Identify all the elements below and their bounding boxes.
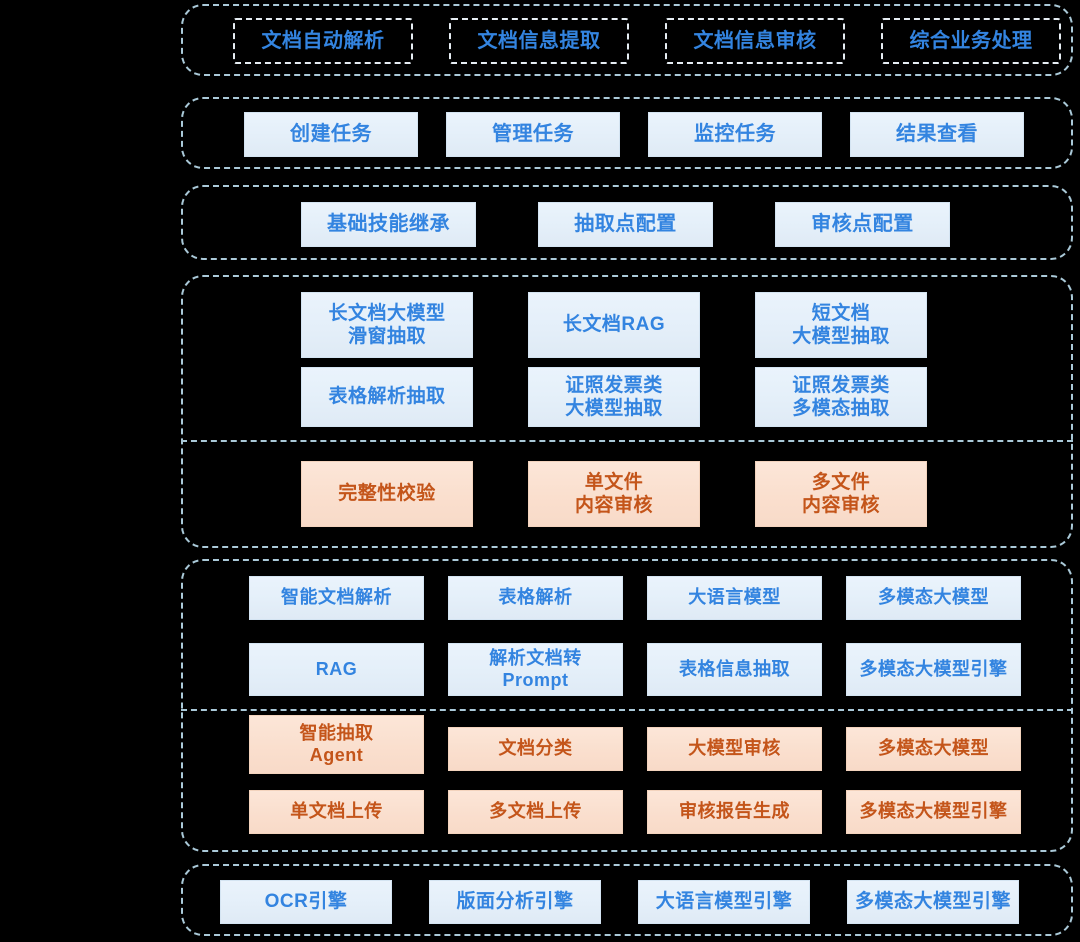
- box-basic-skill-inheritance[interactable]: 基础技能继承: [301, 202, 476, 247]
- box-certificate-invoice-multimodal-extraction[interactable]: 证照发票类 多模态抽取: [755, 367, 927, 427]
- box-single-file-content-review[interactable]: 单文件 内容审核: [528, 461, 700, 527]
- box-document-info-extraction[interactable]: 文档信息提取: [449, 18, 629, 64]
- layer-divider-extraction-review: [181, 440, 1073, 442]
- box-manage-task[interactable]: 管理任务: [446, 112, 620, 157]
- row-atomic-orange-2: 单文档上传 多文档上传 审核报告生成 多模态大模型引擎: [249, 790, 1021, 834]
- box-document-classification[interactable]: 文档分类: [448, 726, 623, 771]
- box-large-model-review[interactable]: 大模型审核: [647, 726, 822, 771]
- box-document-auto-parsing[interactable]: 文档自动解析: [233, 18, 413, 64]
- box-multi-file-content-review[interactable]: 多文件 内容审核: [755, 461, 927, 527]
- row-engine: OCR引擎 版面分析引擎 大语言模型引擎 多模态大模型引擎: [220, 880, 1019, 924]
- box-rag[interactable]: RAG: [249, 643, 424, 696]
- box-view-results[interactable]: 结果查看: [850, 112, 1024, 157]
- box-long-doc-llm-sliding-window[interactable]: 长文档大模型 滑窗抽取: [301, 292, 473, 358]
- row-extraction-capability-1: 长文档大模型 滑窗抽取 长文档RAG 短文档 大模型抽取: [301, 292, 927, 358]
- box-intelligent-extraction-agent[interactable]: 智能抽取 Agent: [249, 715, 424, 774]
- box-short-doc-llm-extraction[interactable]: 短文档 大模型抽取: [755, 292, 927, 358]
- box-review-report-generation[interactable]: 审核报告生成: [647, 790, 822, 834]
- box-intelligent-document-parsing[interactable]: 智能文档解析: [249, 576, 424, 620]
- row-skill-configuration: 基础技能继承 抽取点配置 审核点配置: [301, 202, 950, 247]
- layer-skill-configuration: 基础技能继承 抽取点配置 审核点配置: [181, 185, 1073, 260]
- layer-engine: OCR引擎 版面分析引擎 大语言模型引擎 多模态大模型引擎: [181, 864, 1073, 936]
- box-certificate-invoice-llm-extraction[interactable]: 证照发票类 大模型抽取: [528, 367, 700, 427]
- layer-atomic-capability: 智能文档解析 表格解析 大语言模型 多模态大模型 RAG 解析文档转 Promp…: [181, 559, 1073, 852]
- box-create-task[interactable]: 创建任务: [244, 112, 418, 157]
- box-single-document-upload[interactable]: 单文档上传: [249, 790, 424, 834]
- box-multimodal-large-model-engine-orange[interactable]: 多模态大模型引擎: [846, 790, 1021, 834]
- box-multi-document-upload[interactable]: 多文档上传: [448, 790, 623, 834]
- box-integrity-verification[interactable]: 完整性校验: [301, 461, 473, 527]
- box-multimodal-llm-engine[interactable]: 多模态大模型引擎: [847, 880, 1019, 924]
- layer-task-management: 创建任务 管理任务 监控任务 结果查看: [181, 97, 1073, 169]
- layer-divider-atomic: [181, 709, 1073, 711]
- box-monitor-task[interactable]: 监控任务: [648, 112, 822, 157]
- box-long-doc-rag[interactable]: 长文档RAG: [528, 292, 700, 358]
- box-table-parse-extraction[interactable]: 表格解析抽取: [301, 367, 473, 427]
- box-ocr-engine[interactable]: OCR引擎: [220, 880, 392, 924]
- box-layout-analysis-engine[interactable]: 版面分析引擎: [429, 880, 601, 924]
- row-atomic-blue-2: RAG 解析文档转 Prompt 表格信息抽取 多模态大模型引擎: [249, 643, 1021, 696]
- box-review-point-config[interactable]: 审核点配置: [775, 202, 950, 247]
- layer-business-scenarios: 文档自动解析 文档信息提取 文档信息审核 综合业务处理: [181, 4, 1073, 76]
- row-extraction-capability-2: 表格解析抽取 证照发票类 大模型抽取 证照发票类 多模态抽取: [301, 367, 927, 427]
- box-multimodal-large-model-orange[interactable]: 多模态大模型: [846, 726, 1021, 771]
- layer-extraction-review-capability: 长文档大模型 滑窗抽取 长文档RAG 短文档 大模型抽取 表格解析抽取 证照发票…: [181, 275, 1073, 548]
- box-llm-engine[interactable]: 大语言模型引擎: [638, 880, 810, 924]
- box-parsed-doc-to-prompt[interactable]: 解析文档转 Prompt: [448, 643, 623, 696]
- box-table-parsing[interactable]: 表格解析: [448, 576, 623, 620]
- row-task-management: 创建任务 管理任务 监控任务 结果查看: [244, 112, 1024, 157]
- box-table-info-extraction[interactable]: 表格信息抽取: [647, 643, 822, 696]
- box-document-info-review[interactable]: 文档信息审核: [665, 18, 845, 64]
- box-multimodal-large-model-engine-blue[interactable]: 多模态大模型引擎: [846, 643, 1021, 696]
- box-extraction-point-config[interactable]: 抽取点配置: [538, 202, 713, 247]
- row-atomic-orange-1: 智能抽取 Agent 文档分类 大模型审核 多模态大模型: [249, 715, 1021, 774]
- box-integrated-business-processing[interactable]: 综合业务处理: [881, 18, 1061, 64]
- box-multimodal-large-model[interactable]: 多模态大模型: [846, 576, 1021, 620]
- row-business-scenarios: 文档自动解析 文档信息提取 文档信息审核 综合业务处理: [233, 18, 1061, 64]
- box-large-language-model[interactable]: 大语言模型: [647, 576, 822, 620]
- row-atomic-blue-1: 智能文档解析 表格解析 大语言模型 多模态大模型: [249, 576, 1021, 620]
- row-review-capability: 完整性校验 单文件 内容审核 多文件 内容审核: [301, 461, 927, 527]
